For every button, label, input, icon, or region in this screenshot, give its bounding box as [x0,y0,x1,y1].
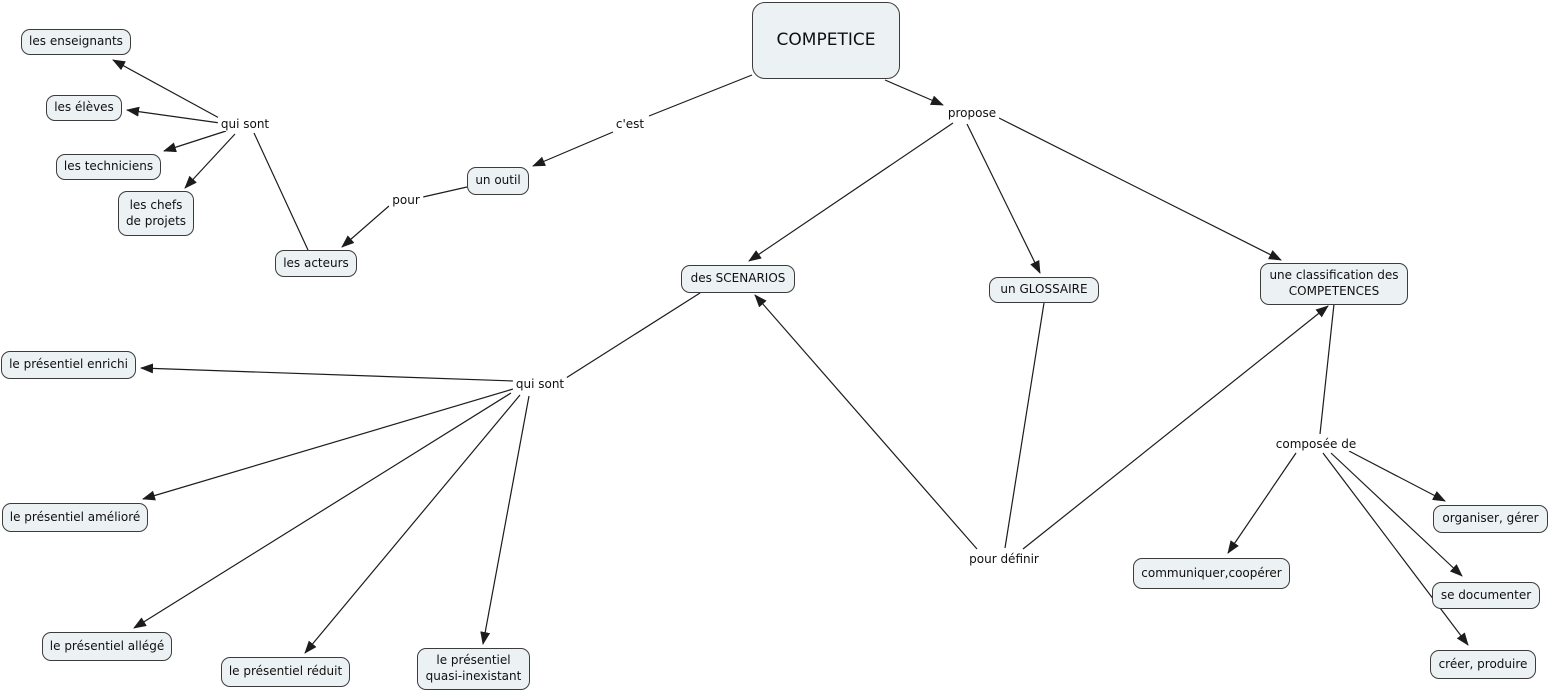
edge-qui_sont_mid-to-allege [133,392,512,629]
link-label-composee-de[interactable]: composée de [1272,437,1360,451]
concept-competice[interactable]: COMPETICE [752,2,900,79]
edge-propose-to-glossaire [966,123,1041,274]
edge-competice-to-propose [884,79,944,106]
concept-presentiel-ameliore[interactable]: le présentiel amélioré [2,503,148,532]
concept-un-glossaire[interactable]: un GLOSSAIRE [989,277,1099,303]
concept-un-outil[interactable]: un outil [467,167,529,195]
edge-qui_sont_mid-to-ameliore [142,388,514,501]
link-label-pour-definir[interactable]: pour définir [966,552,1042,566]
link-label-pour[interactable]: pour [389,193,423,207]
edge-qui_sont_mid-to-enrichi [140,363,515,382]
concept-classification-competences[interactable]: une classification des COMPETENCES [1260,263,1408,305]
edge-composee-to-organiser [1348,450,1446,502]
edge-qui_sont_top-to-enseignants [112,59,222,120]
concept-les-chefs-de-projets[interactable]: les chefs de projets [118,191,194,236]
edge-glossaire-to-pour_definir [1004,302,1045,549]
edge-pour_definir-to-scenarios [754,294,978,550]
concept-des-scenarios[interactable]: des SCENARIOS [681,265,795,293]
concept-presentiel-quasi-inexistant[interactable]: le présentiel quasi-inexistant [417,648,530,690]
concept-se-documenter[interactable]: se documenter [1432,582,1540,609]
concept-les-techniciens[interactable]: les techniciens [56,154,161,180]
concept-creer-produire[interactable]: créer, produire [1430,650,1536,679]
concept-organiser-gerer[interactable]: organiser, gérer [1433,505,1548,533]
edge-composee-to-creer [1322,452,1469,646]
edge-propose-to-scenarios [748,122,954,262]
edge-pour_definir-to-classification [1022,305,1329,550]
concept-communiquer-cooperer[interactable]: communiquer,coopérer [1133,558,1290,589]
edge-qui_sont_top-to-eleves [126,106,221,124]
concept-les-acteurs[interactable]: les acteurs [275,250,357,277]
link-label-qui-sont-top[interactable]: qui sont [217,117,273,131]
edge-qui_sont_mid-to-reduit [304,394,521,654]
edge-composee-to-documenter [1330,452,1463,577]
edge-composee-to-communiquer [1227,452,1297,554]
concept-presentiel-reduit[interactable]: le présentiel réduit [221,657,350,687]
edge-competice-to-cest [648,74,753,117]
link-label-cest[interactable]: c'est [612,117,648,131]
concept-les-enseignants[interactable]: les enseignants [21,29,131,55]
edge-propose-to-classification [998,117,1282,261]
edge-pour-to-acteurs [341,205,390,248]
link-label-propose[interactable]: propose [944,106,1000,120]
concept-presentiel-allege[interactable]: le présentiel allégé [42,632,172,661]
concept-les-eleves[interactable]: les élèves [46,95,122,121]
edge-outil-to-pour [422,186,468,198]
edge-qui_sont_top-to-techniciens [163,130,227,153]
edge-cest-to-outil [532,131,614,167]
concept-presentiel-enrichi[interactable]: le présentiel enrichi [1,351,136,379]
edge-classification-to-composee [1319,303,1335,435]
edge-scenarios-to-qui_sont_mid [565,292,701,379]
edge-qui_sont_top-to-chefs [184,133,236,189]
edge-acteurs-to-qui_sont_top [253,132,309,251]
edge-qui_sont_mid-to-quasi [480,395,530,645]
link-label-qui-sont-mid[interactable]: qui sont [512,377,568,391]
